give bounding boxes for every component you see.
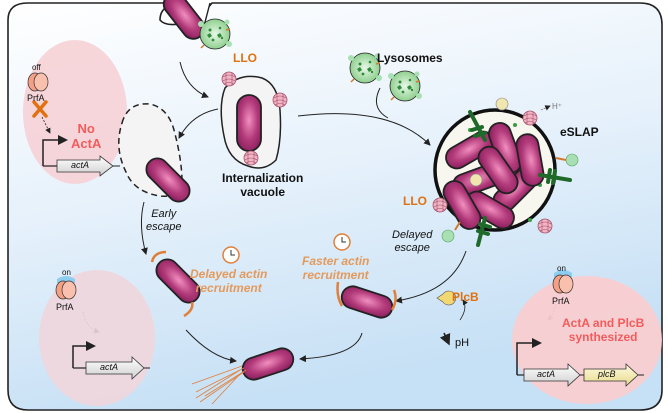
prfa-label: PrfA bbox=[552, 296, 570, 306]
prfa-label: PrfA bbox=[56, 302, 74, 312]
actin-comet-tail bbox=[191, 365, 247, 405]
on-state-label: on bbox=[62, 268, 71, 277]
faster-actin-label: Faster actin recruitment bbox=[302, 254, 370, 282]
delayed-actin-label: Delayed actin recruitment bbox=[190, 267, 268, 295]
off-state-label: off bbox=[32, 63, 41, 72]
acta-gene-label: actA bbox=[537, 369, 556, 379]
plcb-icon bbox=[436, 290, 456, 306]
acta-plcb-synthesized-label: ActA and PlcB synthesized bbox=[562, 316, 645, 344]
no-acta-label: No ActA bbox=[71, 121, 102, 151]
delayed-escape-label: Delayed escape bbox=[392, 229, 433, 254]
prfa-on-icon bbox=[552, 269, 574, 294]
acta-gene-label: actA bbox=[71, 160, 90, 170]
plcb-gene-label: plcB bbox=[598, 369, 616, 379]
acta-gene-off bbox=[56, 155, 114, 177]
llo-label: LLO bbox=[233, 51, 257, 65]
prfa-label: PrfA bbox=[27, 93, 45, 103]
off-panel bbox=[23, 40, 127, 184]
acta-gene-on-right bbox=[523, 363, 581, 387]
early-escape-label: Early escape bbox=[146, 208, 182, 233]
internalization-vacuole-label: Internalization vacuole bbox=[222, 171, 304, 199]
eslap-label: eSLAP bbox=[560, 125, 599, 139]
lysosomes-label: Lysosomes bbox=[377, 51, 443, 65]
plcb-gene bbox=[583, 363, 639, 387]
ph-label: pH bbox=[455, 337, 470, 349]
prfa-off-icon bbox=[27, 72, 49, 92]
proton-label: H⁺ bbox=[552, 102, 562, 111]
clock-icon bbox=[333, 233, 351, 251]
llo-eslap-label: LLO bbox=[403, 194, 427, 208]
on-state-label: on bbox=[557, 264, 566, 273]
clock-icon bbox=[222, 246, 240, 264]
plcb-label: PlcB bbox=[452, 290, 479, 304]
acta-gene-label: actA bbox=[100, 362, 119, 372]
eslap-compartment bbox=[432, 97, 579, 247]
blocked-x-icon bbox=[32, 100, 48, 118]
prfa-on-icon bbox=[55, 275, 77, 300]
acta-gene-on-left bbox=[85, 356, 145, 380]
